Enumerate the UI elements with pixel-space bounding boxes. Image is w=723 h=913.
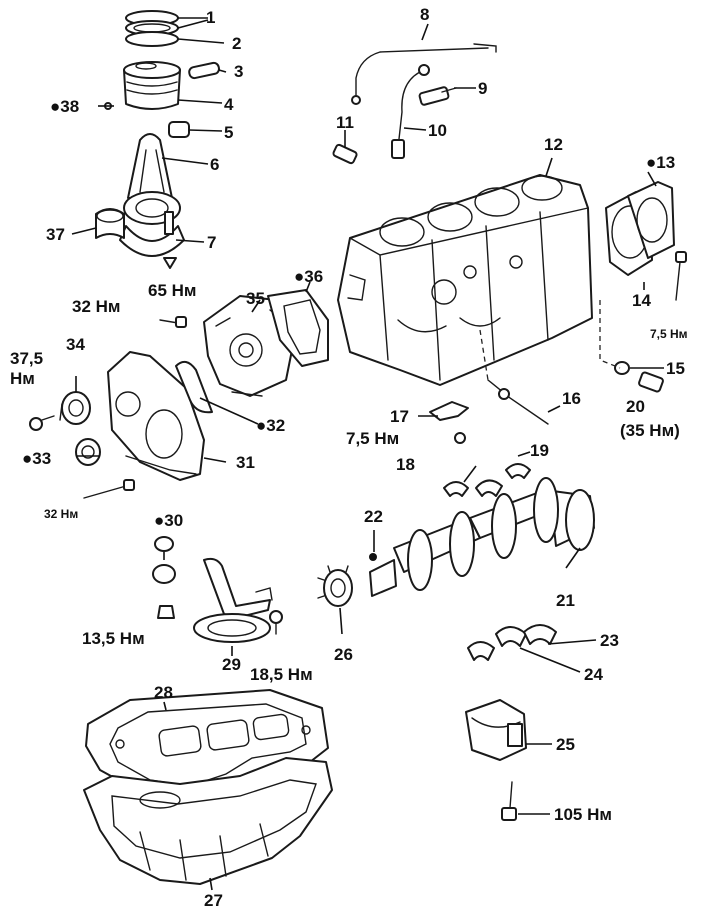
crank-key (369, 553, 377, 561)
main-bearing-bolt (501, 781, 517, 821)
torque-strainer-nut: 13,5 Нм (82, 629, 145, 648)
callout-27: 27 (204, 891, 223, 910)
oil-strainer (193, 557, 273, 643)
torque-cover-bolt-value: 37,5 (10, 349, 44, 368)
torque-water-pump-bolt: 32 Нм (72, 297, 121, 316)
callout-15: 15 (666, 359, 685, 378)
torque-oil-jet-bolt: 7,5 Нм (346, 429, 400, 448)
cylinder-block (337, 174, 593, 386)
callout-29: 29 (222, 655, 241, 674)
piston-pin (188, 61, 220, 80)
piston-rings (125, 10, 179, 47)
callout-32: ●32 (256, 416, 286, 435)
callout-8: 8 (420, 5, 430, 24)
callout-38: ●38 (50, 97, 80, 116)
oil-nozzle-bolt (638, 371, 664, 393)
callout-22: 22 (364, 507, 383, 526)
callout-20: 20 (626, 397, 645, 416)
oil-pan (83, 757, 333, 885)
small-end-bush (168, 121, 190, 138)
rod-cap-nut (163, 257, 177, 269)
main-bearing-shells (467, 624, 557, 661)
callout-30: ●30 (154, 511, 184, 530)
callout-3: 3 (234, 62, 244, 81)
strainer-nut (157, 605, 175, 619)
sensor-9 (418, 86, 457, 106)
torque-main-bearing-bolt: 105 Нм (554, 805, 612, 824)
callout-34: 34 (66, 335, 85, 354)
torque-cover-bolt-unit: Нм (10, 369, 35, 388)
torque-oil-pump-bolt: 32 Нм (44, 507, 79, 521)
callout-35: 35 (246, 289, 265, 308)
strainer-bolt (269, 610, 283, 635)
callout-5: 5 (224, 123, 234, 142)
leader-lines (71, 17, 664, 891)
connecting-rod (123, 133, 181, 225)
torque-retainer-bolt: 7,5 Нм (650, 327, 688, 341)
oil-pipe (487, 379, 549, 425)
oil-dipstick (351, 43, 497, 105)
callout-24: 24 (584, 665, 603, 684)
crank-sprocket (317, 565, 353, 607)
callout-6: 6 (210, 155, 220, 174)
callout-2: 2 (232, 34, 242, 53)
oil-jet (429, 401, 469, 421)
callout-10: 10 (428, 121, 447, 140)
callout-1: 1 (206, 8, 216, 27)
callout-28: 28 (154, 683, 173, 702)
callout-16: 16 (562, 389, 581, 408)
drain-plug-15 (614, 361, 630, 375)
callout-17: 17 (390, 407, 409, 426)
piston (123, 61, 181, 110)
callout-33: ●33 (22, 449, 52, 468)
callout-12: 12 (544, 135, 563, 154)
torque-nozzle-bolt: (35 Нм) (620, 421, 680, 440)
dipstick-tube (391, 64, 430, 159)
callout-19: 19 (530, 441, 549, 460)
front-oil-seal-34 (59, 391, 91, 425)
callout-31: 31 (236, 453, 255, 472)
oil-pump-cover (107, 351, 205, 481)
oil-seal-33 (75, 438, 101, 466)
oil-pump-bolt (83, 479, 135, 499)
callout-23: 23 (600, 631, 619, 650)
sensor-11 (332, 143, 358, 165)
callout-4: 4 (224, 95, 234, 114)
callout-37: 37 (46, 225, 65, 244)
torque-strainer-bolt: 18,5 Нм (250, 665, 313, 684)
rod-bearing-shells (95, 208, 125, 239)
oil-jet-bolt (454, 432, 466, 444)
rear-seal-gasket (627, 181, 675, 259)
callout-13: ●13 (646, 153, 676, 172)
crankshaft (369, 477, 595, 597)
callout-21: 21 (556, 591, 575, 610)
oil-strainer-gasket (152, 536, 176, 584)
callout-14: 14 (632, 291, 651, 310)
callout-26: 26 (334, 645, 353, 664)
callout-18: 18 (396, 455, 415, 474)
main-bearing-cap (465, 699, 527, 761)
thrust-washers (443, 463, 531, 497)
cover-bolt-37-5 (29, 415, 55, 431)
water-pump-bolt (159, 316, 187, 328)
retainer-bolt (675, 251, 687, 301)
callout-25: 25 (556, 735, 575, 754)
callout-9: 9 (478, 79, 488, 98)
callout-36: ●36 (294, 267, 324, 286)
callout-11: 11 (336, 113, 354, 132)
torque-rod-cap-nut: 65 Нм (148, 281, 197, 300)
callout-7: 7 (207, 233, 217, 252)
